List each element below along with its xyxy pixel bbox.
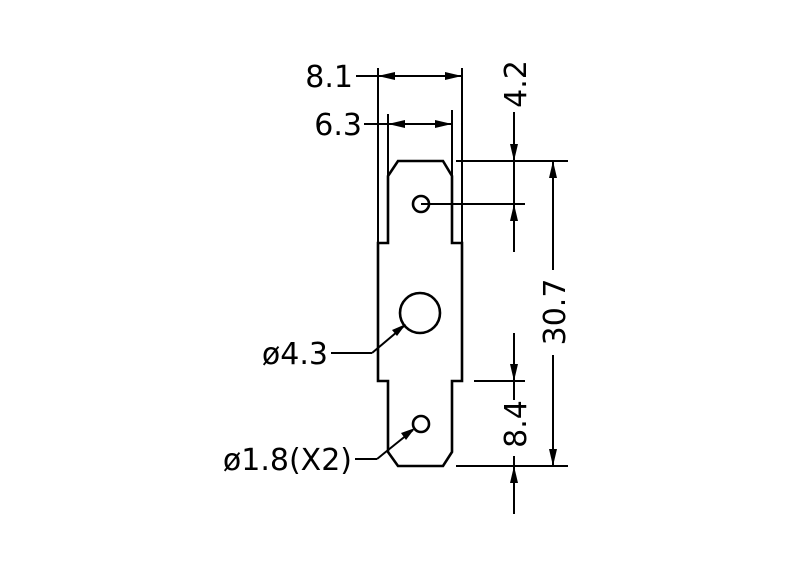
width-dimension-6-3: 6.3: [314, 108, 453, 243]
length-dimension-30-7: 30.7: [538, 161, 573, 466]
callout-label-center-hole: ø4.3: [262, 337, 328, 372]
width-dimension-8-1: 8.1: [305, 60, 463, 243]
bottom-small-hole: [411, 414, 431, 434]
dim-label-4-2: 4.2: [499, 60, 534, 108]
dim-label-30-7: 30.7: [538, 279, 573, 346]
callout-label-small-holes: ø1.8(X2): [223, 443, 352, 478]
top-hole-dimension-4-2: 4.2: [421, 60, 568, 252]
dim-label-6-3: 6.3: [314, 108, 362, 143]
dim-label-8-4: 8.4: [499, 400, 534, 448]
small-hole-callout: ø1.8(X2): [223, 428, 415, 478]
part-outline: [376, 159, 464, 468]
center-hole-callout: ø4.3: [262, 324, 406, 372]
dim-label-8-1: 8.1: [305, 60, 353, 95]
center-hole: [398, 291, 442, 335]
bottom-hole-dimension-8-4: 8.4: [456, 333, 568, 514]
